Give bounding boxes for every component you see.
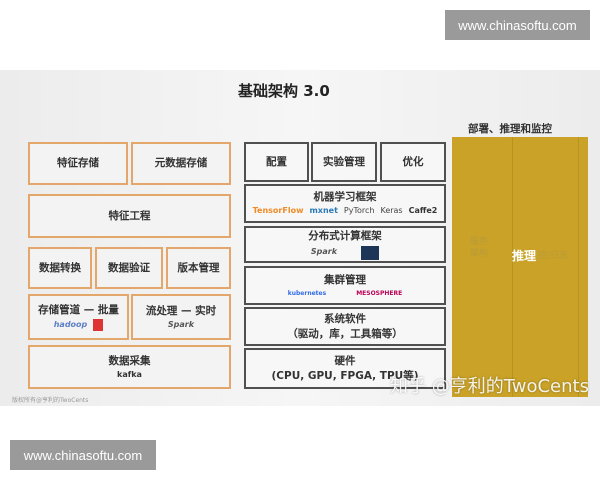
- mesosphere-logo: MESOSPHERE: [356, 289, 403, 297]
- pytorch-logo: PyTorch: [343, 206, 375, 216]
- stream-label: 流处理 — 实时: [145, 304, 217, 317]
- deploy-heading: 部署、推理和监控: [468, 123, 552, 135]
- footer-copyright: 版权所有@亨利的TwoCents: [12, 397, 89, 404]
- aws-s3-icon: [93, 319, 104, 332]
- batch-label: 存储管道 — 批量: [38, 303, 119, 316]
- hardware-sub: (CPU, GPU, FPGA, TPU等): [271, 369, 419, 382]
- metadata-store-box: 元数据存储: [131, 142, 231, 185]
- stream-processing-box: 流处理 — 实时 Spark: [131, 294, 231, 340]
- system-sw-sub: （驱动，库，工具箱等）: [287, 327, 403, 340]
- system-software-box: 系统软件 （驱动，库，工具箱等）: [244, 307, 446, 346]
- serving-label: 服务架构: [470, 237, 489, 259]
- caffe2-logo: Caffe2: [408, 206, 438, 216]
- feature-store-box: 特征存储: [28, 142, 128, 185]
- ml-framework-box: 机器学习框架 TensorFlow mxnet PyTorch Keras Ca…: [244, 184, 446, 223]
- spark-logo: Spark: [310, 247, 338, 257]
- watermark-bottom: www.chinasoftu.com: [10, 440, 156, 470]
- experiment-box: 实验管理: [311, 142, 377, 182]
- ingestion-label: 数据采集: [108, 354, 151, 367]
- deploy-panel: 服务架构 推理 控/日志: [452, 137, 588, 397]
- hardware-label: 硬件: [334, 355, 356, 368]
- data-transform-box: 数据转换: [28, 247, 92, 289]
- tensorflow-logo: TensorFlow: [252, 206, 304, 216]
- keras-logo: Keras: [380, 206, 403, 216]
- optimize-box: 优化: [380, 142, 446, 182]
- framework-logo: [361, 245, 380, 260]
- config-box: 配置: [244, 142, 309, 182]
- page-title: 基础架构 3.0: [238, 82, 330, 100]
- batch-pipeline-box: 存储管道 — 批量 hadoop: [28, 294, 129, 340]
- ml-framework-label: 机器学习框架: [313, 191, 377, 204]
- system-sw-label: 系统软件: [324, 313, 366, 326]
- inference-label: 推理: [512, 249, 537, 263]
- monitoring-label: 控/日志: [538, 251, 569, 261]
- zhihu-watermark: 知乎 @亨利的TwoCents: [390, 376, 589, 397]
- watermark-top: www.chinasoftu.com: [445, 10, 590, 40]
- data-ingestion-box: 数据采集 kafka: [28, 345, 231, 389]
- cluster-box: 集群管理 kubernetes MESOSPHERE: [244, 266, 446, 305]
- feature-engineering-box: 特征工程: [28, 194, 231, 238]
- cluster-label: 集群管理: [324, 274, 366, 287]
- hardware-box: 硬件 (CPU, GPU, FPGA, TPU等): [244, 348, 446, 389]
- distributed-label: 分布式计算框架: [308, 230, 382, 243]
- spark-logo: Spark: [167, 319, 195, 329]
- data-validation-box: 数据验证: [95, 247, 163, 289]
- kafka-logo: kafka: [117, 369, 142, 379]
- kubernetes-logo: kubernetes: [287, 289, 327, 297]
- version-mgmt-box: 版本管理: [166, 247, 231, 289]
- hadoop-logo: hadoop: [53, 319, 88, 329]
- mxnet-logo: mxnet: [309, 206, 338, 216]
- distributed-box: 分布式计算框架 Spark: [244, 226, 446, 263]
